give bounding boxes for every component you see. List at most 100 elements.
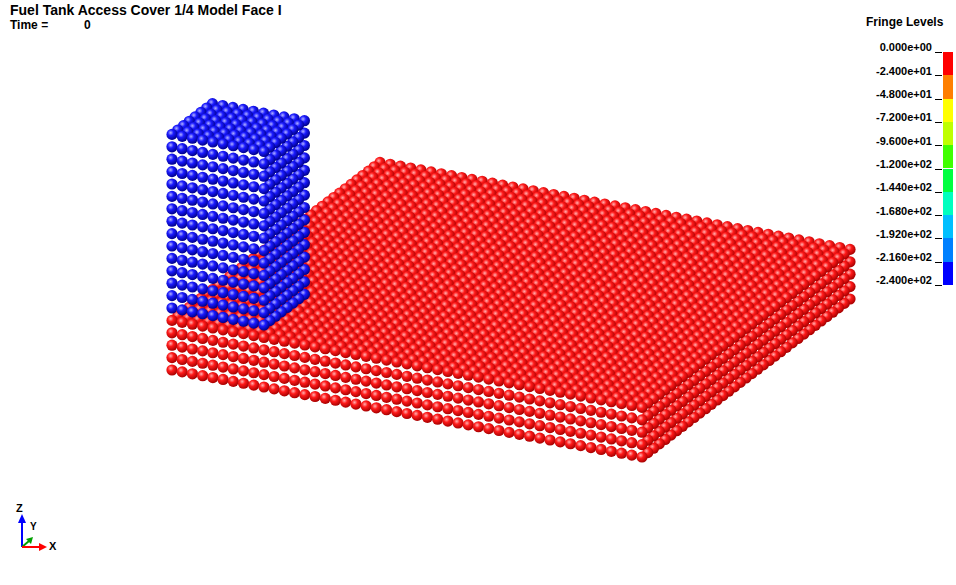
- particle-sphere: [166, 315, 177, 326]
- particle-sphere: [166, 265, 177, 276]
- particle-sphere: [473, 409, 484, 420]
- particle-sphere: [340, 359, 351, 370]
- particle-sphere: [391, 394, 402, 405]
- particle-sphere: [197, 258, 208, 269]
- particle-sphere: [248, 293, 259, 304]
- particle-sphere: [258, 295, 269, 306]
- particle-sphere: [340, 372, 351, 383]
- particle-sphere: [350, 361, 361, 372]
- particle-sphere: [381, 367, 392, 378]
- particle-sphere: [350, 398, 361, 409]
- particle-sphere: [166, 302, 177, 313]
- particle-sphere: [412, 385, 423, 396]
- particle-sphere: [248, 367, 259, 378]
- particle-sphere: [258, 357, 269, 368]
- particle-sphere: [238, 353, 249, 364]
- particle-sphere: [238, 340, 249, 351]
- particle-sphere: [350, 374, 361, 385]
- particle-sphere: [228, 301, 239, 312]
- particle-sphere: [248, 305, 259, 316]
- particle-sphere: [371, 377, 382, 388]
- particle-sphere: [401, 408, 412, 419]
- particle-sphere: [452, 393, 463, 404]
- particle-sphere: [401, 358, 412, 369]
- particle-sphere: [207, 322, 218, 333]
- particle-sphere: [197, 358, 208, 369]
- particle-sphere: [442, 403, 453, 414]
- particle-sphere: [361, 376, 372, 387]
- particle-sphere: [299, 339, 310, 350]
- particle-sphere: [412, 373, 423, 384]
- particle-sphere: [238, 378, 249, 389]
- particle-sphere: [432, 389, 443, 400]
- particle-sphere: [361, 351, 372, 362]
- particle-sphere: [177, 292, 188, 303]
- particle-sphere: [299, 377, 310, 388]
- particle-sphere: [177, 279, 188, 290]
- particle-sphere: [228, 363, 239, 374]
- particle-sphere: [371, 402, 382, 413]
- particle-sphere: [269, 383, 280, 394]
- particle-sphere: [228, 339, 239, 350]
- particle-sphere: [228, 326, 239, 337]
- particle-sphere: [483, 398, 494, 409]
- particle-sphere: [432, 414, 443, 425]
- particle-sphere: [289, 362, 300, 373]
- particle-sphere: [432, 401, 443, 412]
- particle-sphere: [371, 390, 382, 401]
- particle-sphere: [320, 380, 331, 391]
- particle-sphere: [320, 343, 331, 354]
- particle-sphere: [207, 335, 218, 346]
- particle-sphere: [514, 429, 525, 440]
- particle-sphere: [177, 304, 188, 315]
- particle-sphere: [207, 273, 218, 284]
- particle-sphere: [463, 394, 474, 405]
- particle-sphere: [217, 349, 228, 360]
- particle-sphere: [258, 332, 269, 343]
- particle-sphere: [166, 340, 177, 351]
- particle-sphere: [452, 417, 463, 428]
- particle-sphere: [258, 319, 269, 330]
- particle-sphere: [299, 389, 310, 400]
- particle-sphere: [330, 382, 341, 393]
- particle-sphere: [197, 333, 208, 344]
- particle-sphere: [330, 395, 341, 406]
- particle-sphere: [473, 421, 484, 432]
- particle-sphere: [330, 357, 341, 368]
- particle-sphere: [217, 287, 228, 298]
- particle-sphere: [442, 415, 453, 426]
- particle-sphere: [371, 353, 382, 364]
- particle-sphere: [248, 355, 259, 366]
- particle-sphere: [197, 320, 208, 331]
- particle-sphere: [452, 405, 463, 416]
- particle-sphere: [565, 438, 576, 449]
- particle-sphere: [493, 413, 504, 424]
- particle-sphere: [320, 356, 331, 367]
- particle-sphere: [248, 380, 259, 391]
- particle-sphere: [177, 317, 188, 328]
- particle-sphere: [217, 299, 228, 310]
- particle-sphere: [207, 372, 218, 383]
- particle-sphere: [289, 350, 300, 361]
- particle-sphere: [228, 277, 239, 288]
- particle-sphere: [279, 348, 290, 359]
- particle-sphere: [422, 374, 433, 385]
- particle-sphere: [187, 331, 198, 342]
- particle-sphere: [524, 431, 535, 442]
- particle-sphere: [177, 267, 188, 278]
- particle-sphere: [177, 366, 188, 377]
- particle-sphere: [187, 294, 198, 305]
- particle-sphere: [238, 365, 249, 376]
- particle-sphere: [330, 345, 341, 356]
- particle-sphere: [279, 385, 290, 396]
- particle-sphere: [187, 269, 198, 280]
- particle-sphere: [187, 257, 198, 268]
- particle-sphere: [340, 384, 351, 395]
- particle-sphere: [381, 355, 392, 366]
- particle-sphere: [442, 378, 453, 389]
- particle-sphere: [166, 290, 177, 301]
- particle-sphere: [207, 310, 218, 321]
- particle-sphere: [473, 396, 484, 407]
- particle-sphere: [371, 365, 382, 376]
